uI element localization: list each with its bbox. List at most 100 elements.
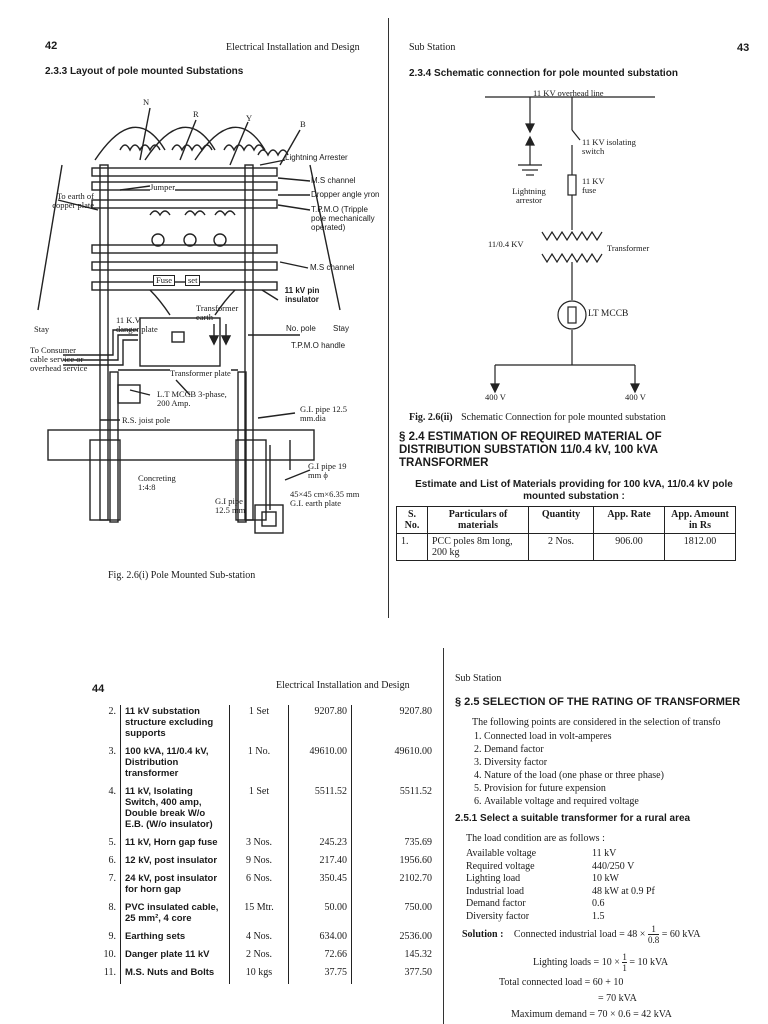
load-label: Demand factor [466,898,526,909]
cell-sno: 11. [103,967,116,978]
eq2-pre: Lighting loads = 10 × [533,956,620,968]
cell-sno: 6. [108,855,117,866]
cell-sno: 7. [108,873,117,884]
cell-quantity: 3 Nos. [229,836,289,854]
load-label: Required voltage [466,860,535,872]
label-arrestor: Lightning arrestor [512,186,546,205]
load-label: Available voltage [466,848,537,859]
cell-rate: 350.45 [288,872,352,901]
label-jumper: Jumper [150,182,176,192]
list-item: Diversity factor [484,756,664,769]
eq1-pre: Connected industrial load = 48 × [513,928,646,940]
label-isolating: 11 KV isolating switch [582,137,636,156]
section-heading: 2.3.3 Layout of pole mounted Substations [45,66,244,77]
label-overhead: 11 KV overhead line [533,88,604,98]
figure-caption: Fig. 2.6(ii) Schematic Connection for po… [409,412,666,423]
label-danger-plate: 11 K.V danger plate [116,315,158,334]
label-stay-right: Stay [333,324,350,333]
pole-substation-diagram [37,107,341,534]
cell-sno: 8. [108,902,117,913]
cell-amount: 2102.70 [351,872,436,901]
materials-table-continued: 2.11 kV substation structure excluding s… [86,705,436,984]
figure-caption-text: Schematic Connection for pole mounted su… [461,412,666,423]
table-row: 2.11 kV substation structure excluding s… [86,705,436,745]
cell-particulars: PVC insulated cable, 25 mm², 4 core [120,901,230,930]
cell-sno: 3. [108,746,117,757]
load-value: 48 kW at 0.9 Pf [592,885,655,897]
header-sno: S. No. [396,506,428,534]
header-particulars: Particulars of materials [427,506,529,534]
cell-sno: 5. [108,837,117,848]
label-b: B [300,119,306,129]
table-row: 1. PCC poles 8m long, 200 kg 2 Nos. 906.… [396,533,736,561]
label-r: R [193,109,199,119]
cell-particulars: 11 kV, Isolating Switch, 400 amp, Double… [120,785,230,836]
label-ms-channel-mid: M.S channel [310,263,355,272]
list-item: Connected load in volt-amperes [484,730,664,743]
load-value: 440/250 V [592,860,635,872]
cell-quantity: 15 Mtr. [229,901,289,930]
label-transformer: Transformer [607,243,650,253]
cell-quantity: 10 kgs [229,966,289,984]
solution-label: Solution : [462,928,504,940]
cell-sno: 10. [103,949,117,960]
eq1-num: 1 [647,924,660,935]
load-row: Demand factor 0.6 [466,898,661,911]
cell-particulars: 12 kV, post insulator [120,854,230,872]
label-tpmo: T.P.M.O (Tripple pole mechanically opera… [311,205,375,232]
list-item: Available voltage and required voltage [484,795,664,808]
gutter-divider [443,648,444,1024]
running-head: Electrical Installation and Design [276,680,410,691]
label-tpmo-handle: T.P.M.O handle [291,341,346,350]
figure-caption-label: Fig. 2.6(ii) [409,412,453,423]
eq2-den: 1 [622,963,627,973]
label-11kv-pin: 11 kV pin insulator [284,286,320,304]
label-gi-pipe-bottom: G.I pipe 12.5 mm [215,496,246,515]
eq3-line: Total connected load = 60 + 10 [499,977,624,988]
label-fuse: Fuse [153,275,176,286]
cell-sno: 9. [108,931,117,942]
cell-rate: 5511.52 [288,785,352,836]
header-quantity: Quantity [528,506,594,534]
label-earth-copper: To earth of copper plate [52,191,94,210]
load-value: 0.6 [592,898,605,909]
cell-rate: 906.00 [593,533,665,561]
eq1-post: = 60 kVA [661,928,701,940]
load-label: Diversity factor [466,910,530,922]
eq5-line: Maximum demand = 70 × 0.6 = 42 kVA [511,1009,672,1020]
selection-intro: The following points are considered in t… [472,717,721,728]
estimate-title: Estimate and List of Materials providing… [415,479,733,502]
label-400v-left: 400 V [485,392,506,402]
cell-rate: 245.23 [288,836,352,854]
cell-quantity: 1 No. [229,745,289,785]
label-fuse: 11 KV fuse [582,176,605,195]
label-lightning-arrester: Lightning Arrester [285,153,348,162]
list-item: Demand factor [484,743,664,756]
label-mccb: LT MCCB [588,309,629,319]
cell-amount: 1812.00 [664,533,736,561]
label-gi-pipe-19: G.I pipe 19 mm ϕ [308,461,347,480]
list-item: Nature of the load (one phase or three p… [484,769,664,782]
cell-amount: 9207.80 [351,705,436,745]
label-lt-mccb: L.T MCCB 3-phase, 200 Amp. [157,389,227,408]
label-transformer-earth: Transformer earth [196,303,239,322]
schematic-diagram [485,96,655,394]
cell-rate: 9207.80 [288,705,352,745]
cell-rate: 50.00 [288,901,352,930]
cell-particulars: 11 kV substation structure excluding sup… [120,705,230,745]
eq2-num: 1 [622,952,627,963]
label-rs-joist: R.S. joist pole [122,415,171,425]
cell-amount: 49610.00 [351,745,436,785]
